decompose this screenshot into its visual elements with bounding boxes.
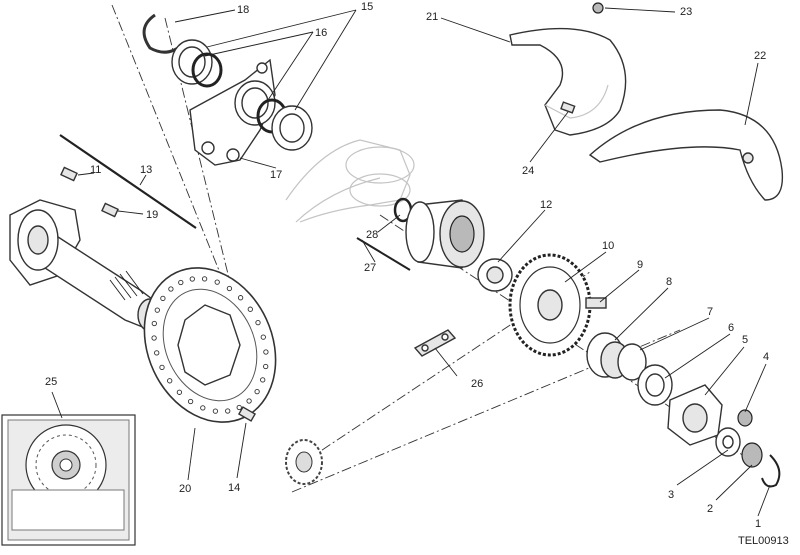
disc-hole xyxy=(151,320,157,327)
disc-hole xyxy=(160,295,166,302)
disc-hole xyxy=(178,279,184,286)
callout-13: 13 xyxy=(140,164,152,176)
front-sprocket xyxy=(285,439,323,485)
bolt-19 xyxy=(101,202,119,218)
chain-guard-21 xyxy=(509,27,627,136)
disc-hole xyxy=(263,363,269,370)
bearing-8 xyxy=(586,332,647,381)
disc-hole xyxy=(254,388,260,395)
disc-hole xyxy=(200,405,206,411)
sprocket-10 xyxy=(508,253,592,357)
disc-hole xyxy=(236,404,242,411)
oring-16-upper xyxy=(191,52,223,88)
callout-28: 28 xyxy=(366,229,378,241)
ring-15-upper xyxy=(171,39,213,85)
disc-hole xyxy=(225,408,231,414)
callout-2: 2 xyxy=(707,503,713,515)
washer-3 xyxy=(715,427,741,457)
disc-hole xyxy=(246,398,252,404)
disc-hole xyxy=(167,378,173,384)
callout-17: 17 xyxy=(270,169,282,181)
callout-16: 16 xyxy=(315,27,327,39)
callout-4: 4 xyxy=(763,351,769,363)
callout-labels: 1 2 3 4 5 6 7 8 9 10 11 12 13 14 15 16 1… xyxy=(45,1,789,547)
circlip-18 xyxy=(142,13,185,54)
callout-22: 22 xyxy=(754,50,766,62)
callout-12: 12 xyxy=(540,199,552,211)
disc-bolt-14 xyxy=(237,406,257,422)
callout-5: 5 xyxy=(742,334,748,346)
pin-27 xyxy=(356,237,411,271)
rod-13 xyxy=(59,134,197,229)
ring-15-lower xyxy=(234,80,276,126)
disc-hole xyxy=(214,279,220,285)
disc-hole xyxy=(212,408,219,414)
nut-4 xyxy=(737,409,753,427)
disc-holes xyxy=(151,276,269,414)
seal-7 xyxy=(637,364,673,406)
swingarm-ghost xyxy=(285,139,415,223)
disc-hole xyxy=(168,286,174,292)
disc-hole xyxy=(247,306,253,312)
disc-hole xyxy=(189,276,195,282)
callout-10: 10 xyxy=(602,240,614,252)
disc-hole xyxy=(201,276,208,282)
small-bolt-11 xyxy=(60,166,78,182)
callout-24: 24 xyxy=(522,165,534,177)
chain-link-26 xyxy=(413,329,457,357)
mudguard-22 xyxy=(588,109,784,201)
screw-23 xyxy=(592,2,604,14)
callout-19: 19 xyxy=(146,209,158,221)
callout-18: 18 xyxy=(237,4,249,16)
callout-14: 14 xyxy=(228,482,240,494)
disc-hole xyxy=(151,335,157,341)
stud-9 xyxy=(585,297,607,309)
nut-2 xyxy=(741,442,763,468)
callout-23: 23 xyxy=(680,6,692,18)
flange-5 xyxy=(667,384,723,446)
disc-hole xyxy=(154,350,160,356)
disc-hole xyxy=(187,398,194,405)
callout-7: 7 xyxy=(707,306,713,318)
leader-lines xyxy=(51,7,771,517)
callout-15: 15 xyxy=(361,1,373,13)
disc-hole xyxy=(237,295,244,301)
brake-disc-20 xyxy=(143,267,277,423)
disc-hole xyxy=(226,285,233,292)
hub-shaft xyxy=(9,199,163,332)
disc-hole xyxy=(263,349,269,355)
callout-21: 21 xyxy=(426,11,438,23)
disc-hole xyxy=(260,334,266,340)
callout-8: 8 xyxy=(666,276,672,288)
spacer-12 xyxy=(477,258,513,292)
ring-15-front xyxy=(271,105,313,151)
disc-hole xyxy=(159,364,165,371)
callout-26: 26 xyxy=(471,378,483,390)
inset-box-part-25 xyxy=(1,414,136,546)
callout-20: 20 xyxy=(179,483,191,495)
callout-25: 25 xyxy=(45,376,57,388)
drawing-code: TEL00913 xyxy=(738,535,789,547)
callout-6: 6 xyxy=(728,322,734,334)
disc-hole xyxy=(154,307,160,313)
clip-1 xyxy=(761,454,781,488)
cush-drive-hub xyxy=(405,199,485,269)
disc-hole xyxy=(260,377,266,383)
disc-hole xyxy=(255,319,261,326)
screw-24 xyxy=(560,101,576,114)
disc-hole xyxy=(176,389,183,395)
callout-11: 11 xyxy=(90,164,101,176)
callout-9: 9 xyxy=(637,259,643,271)
callout-3: 3 xyxy=(668,489,674,501)
callout-1: 1 xyxy=(755,518,761,530)
callout-27: 27 xyxy=(364,262,376,274)
